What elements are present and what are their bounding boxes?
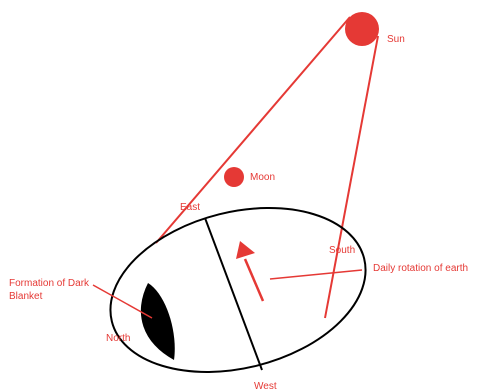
sun-ray-left [155,16,351,244]
north-label: North [106,333,130,344]
moon-label: Moon [250,172,275,183]
dark-blanket-shadow [140,283,175,360]
sun-label: Sun [387,34,405,45]
west-label: West [254,381,277,389]
rotation-arrow-shaft [243,258,265,302]
sun-ray-right [324,35,379,319]
dark-blanket-label-line1: Formation of Dark [9,278,90,289]
south-label: South [329,245,355,256]
earth [109,207,367,373]
dark-blanket-pointer-line [92,284,153,319]
sun [345,12,379,46]
earth-axis [204,217,263,371]
east-label: East [180,202,200,213]
rotation-pointer-line [269,269,363,280]
rotation-label: Daily rotation of earth [373,263,468,274]
dark-blanket-label-line2: Blanket [9,291,43,302]
rotation-arrowhead [236,241,255,259]
moon [224,167,244,187]
